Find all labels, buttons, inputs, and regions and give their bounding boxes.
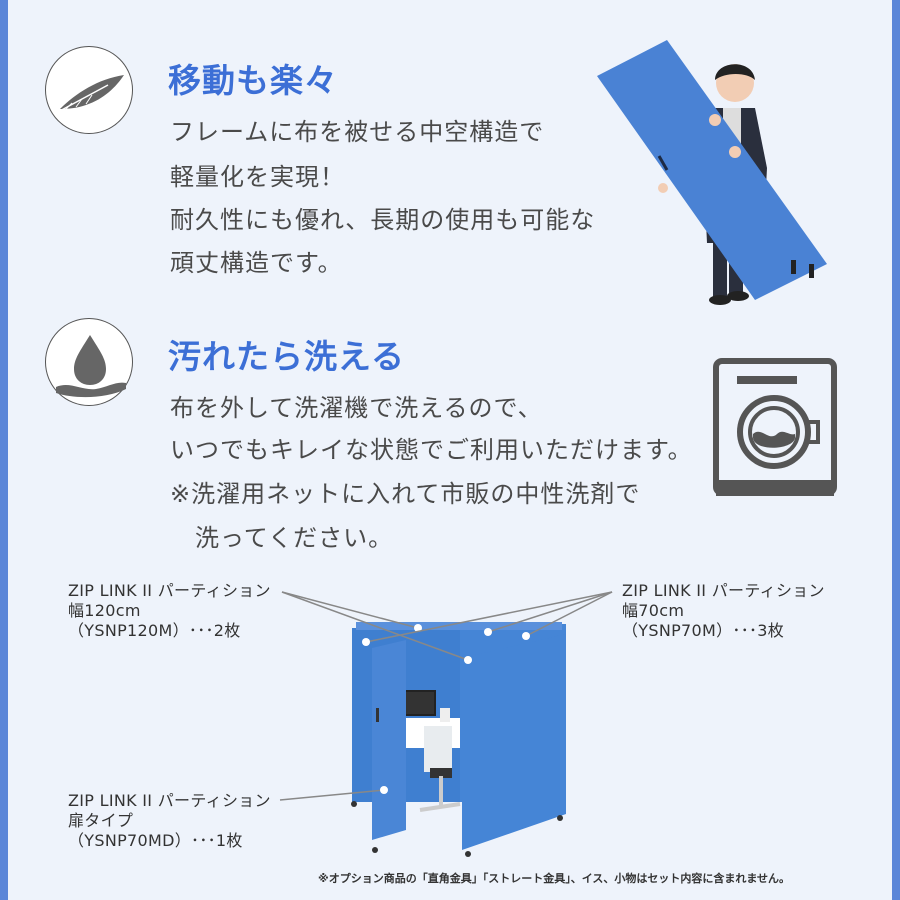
feature-wash-line: ※洗濯用ネットに入れて市販の中性洗剤で <box>170 480 641 508</box>
feature-light-title: 移動も楽々 <box>168 61 338 100</box>
leader-line-left-top <box>281 591 419 629</box>
washing-machine-icon <box>713 358 837 496</box>
callout-line: ZIP LINK II パーティション <box>68 581 271 600</box>
callout-line: 幅120cm <box>68 601 141 620</box>
feature-light-line: 耐久性にも優れ、長期の使用も可能な <box>170 206 596 234</box>
feature-wash-line: 洗ってください。 <box>170 524 394 552</box>
partition-booth-illustration <box>351 622 566 857</box>
leader-line-right-top <box>487 591 613 633</box>
callout-partition-door: ZIP LINK II パーティション 扉タイプ （YSNP70MD）･･･1枚 <box>68 791 271 851</box>
leader-dot <box>362 638 370 646</box>
leader-line-left-top <box>281 591 469 661</box>
feature-wash-line: 布を外して洗濯機で洗えるので、 <box>170 394 543 422</box>
leader-dot <box>380 786 388 794</box>
callout-line: （YSNP70MD）･･･1枚 <box>68 831 243 850</box>
feature-light-line: 軽量化を実現！ <box>170 163 345 191</box>
leader-dot <box>484 628 492 636</box>
feather-icon-badge <box>45 46 133 134</box>
leader-line-left-bottom <box>279 789 385 801</box>
callout-line: ZIP LINK II パーティション <box>68 791 271 810</box>
callout-line: 幅70cm <box>622 601 685 620</box>
feature-wash-title: 汚れたら洗える <box>168 337 406 376</box>
callout-line: ZIP LINK II パーティション <box>622 581 825 600</box>
leader-dot <box>522 632 530 640</box>
leader-line-right-top <box>525 591 613 637</box>
footnote: ※オプション商品の「直角金具」「ストレート金具」、イス、小物はセット内容に含まれ… <box>318 872 791 885</box>
feature-wash-line: いつでもキレイな状態でご利用いただけます。 <box>170 436 693 464</box>
feature-light-line: 頑丈構造です。 <box>170 249 343 277</box>
callout-line: （YSNP70M）･･･3枚 <box>622 621 785 640</box>
feature-light-line: フレームに布を被せる中空構造で <box>170 118 545 146</box>
water-drop-icon <box>56 335 126 398</box>
water-drop-icon-badge <box>45 318 133 406</box>
person-carrying-panel-illustration <box>597 40 827 305</box>
leader-dot <box>464 656 472 664</box>
callout-partition-120: ZIP LINK II パーティション 幅120cm （YSNP120M）･･･… <box>68 581 271 641</box>
callout-partition-70: ZIP LINK II パーティション 幅70cm （YSNP70M）･･･3枚 <box>622 581 825 641</box>
callout-line: 扉タイプ <box>68 811 134 830</box>
callout-line: （YSNP120M）･･･2枚 <box>68 621 241 640</box>
feather-icon <box>55 75 124 114</box>
leader-dot <box>414 624 422 632</box>
leader-line-right-top <box>365 591 613 643</box>
